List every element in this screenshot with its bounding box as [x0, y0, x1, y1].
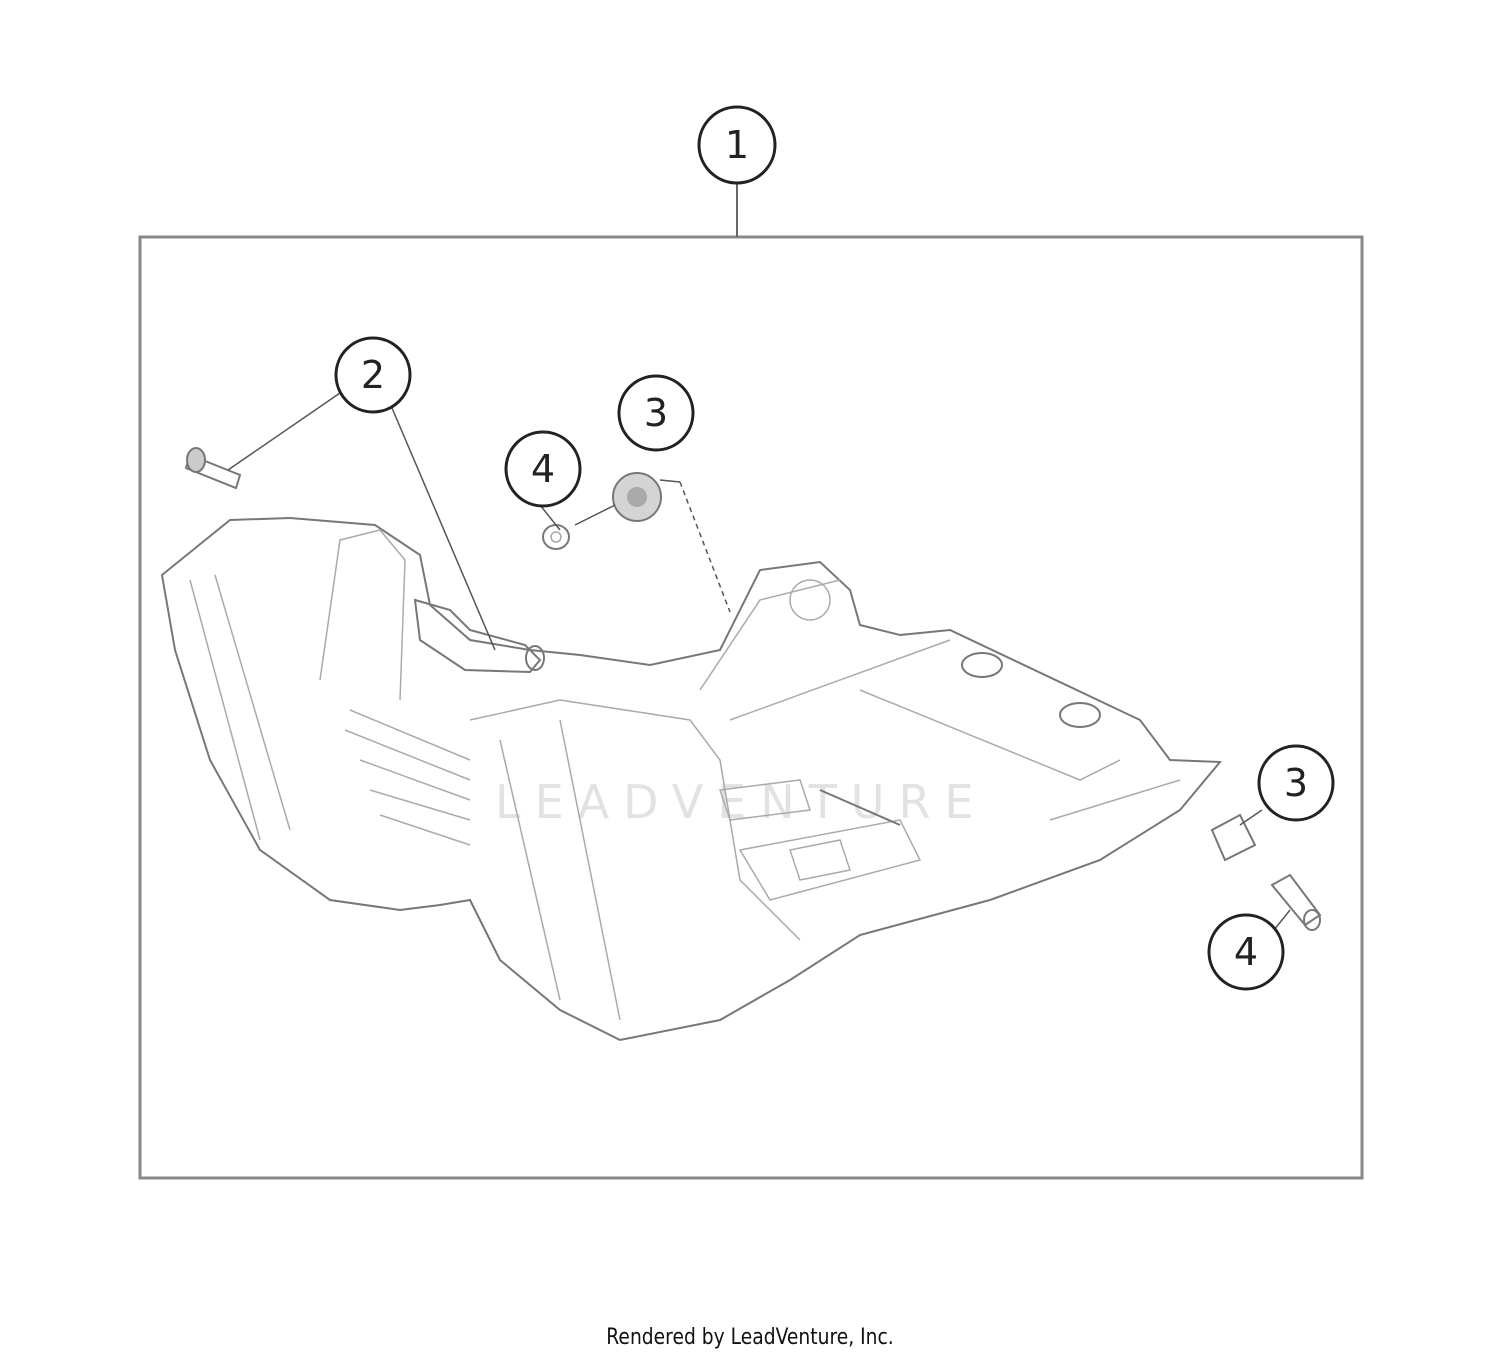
callout-3-top[interactable]: 3 [617, 374, 695, 452]
callout-3-top-label: 3 [644, 391, 668, 435]
spacer-part-4-right [1270, 873, 1322, 931]
watermark: LEADVENTURE [495, 775, 988, 829]
callout-1-label: 1 [725, 123, 749, 167]
callout-3-right[interactable]: 3 [1257, 744, 1335, 822]
callout-4-right[interactable]: 4 [1207, 913, 1285, 991]
footer-credit: Rendered by LeadVenture, Inc. [606, 1325, 894, 1350]
callout-4-right-label: 4 [1234, 930, 1258, 974]
washer-part-4-top [542, 524, 570, 550]
callout-4-top[interactable]: 4 [504, 430, 582, 508]
skid-plate [160, 516, 1223, 1042]
callout-1[interactable]: 1 [697, 105, 777, 185]
screw-part-2 [184, 447, 242, 490]
nut-part-3-right [1210, 813, 1257, 862]
leader-lines [227, 392, 1291, 936]
nut-part-3-top [612, 472, 662, 522]
callout-2-label: 2 [361, 353, 385, 397]
assembly-frame [138, 235, 1364, 1180]
callout-4-top-label: 4 [531, 447, 555, 491]
callout-2[interactable]: 2 [334, 336, 412, 414]
callout-3-right-label: 3 [1284, 761, 1308, 805]
